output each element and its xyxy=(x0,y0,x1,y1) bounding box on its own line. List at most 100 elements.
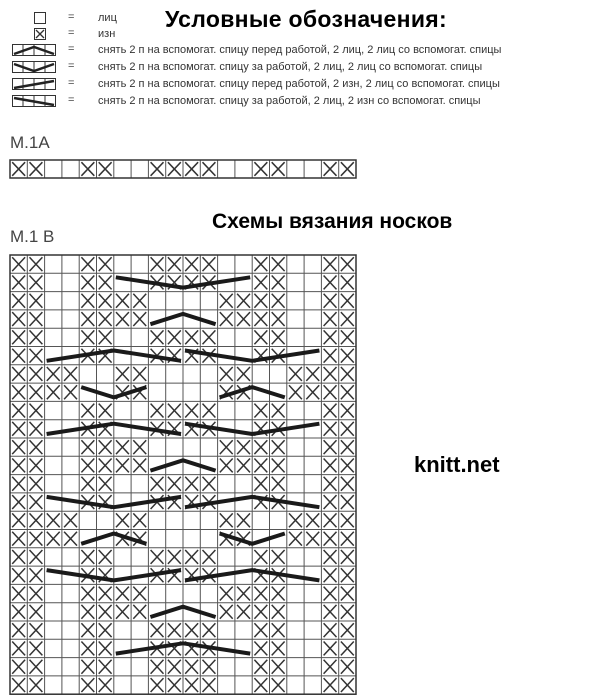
chart-b-purl-cross xyxy=(150,329,165,345)
chart-b-purl-cross xyxy=(201,659,216,675)
chart-b-purl-cross xyxy=(80,677,95,693)
chart-b-purl-cross xyxy=(340,348,355,364)
chart-b-purl-cross xyxy=(253,274,268,290)
legend-text: лиц xyxy=(98,12,117,24)
chart-b-purl-cross xyxy=(184,256,199,272)
legend-eq: = xyxy=(68,27,75,39)
chart-b-purl-cross xyxy=(28,494,43,510)
chart-b-purl-cross xyxy=(98,293,113,309)
chart-b-purl-cross xyxy=(28,677,43,693)
chart-b-purl-cross xyxy=(11,531,26,547)
chart-b-purl-cross xyxy=(219,531,234,547)
chart-b-purl-cross xyxy=(115,439,130,455)
chart-b-purl-cross xyxy=(323,622,338,638)
chart-b-purl-cross xyxy=(28,421,43,437)
chart-b-purl-cross xyxy=(28,366,43,382)
chart-b-purl-cross xyxy=(150,256,165,272)
chart-b-purl-cross xyxy=(132,439,147,455)
chart-b-purl-cross xyxy=(271,604,286,620)
chart-b-purl-cross xyxy=(80,549,95,565)
chart-b-purl-cross xyxy=(11,274,26,290)
chart-b-purl-cross xyxy=(28,384,43,400)
chart-b-purl-cross xyxy=(11,439,26,455)
chart-a-purl-cross xyxy=(271,161,286,177)
chart-b-purl-cross xyxy=(115,586,130,602)
chart-b-purl-cross xyxy=(253,439,268,455)
chart-b-purl-cross xyxy=(98,439,113,455)
chart-b-purl-cross xyxy=(253,640,268,656)
chart-b-purl-cross xyxy=(46,531,61,547)
legend-eq: = xyxy=(68,94,75,106)
chart-b-purl-cross xyxy=(28,439,43,455)
chart-b-purl-cross xyxy=(98,604,113,620)
cable-left-purl-icon xyxy=(12,78,56,90)
chart-b-purl-cross xyxy=(271,329,286,345)
chart-b-purl-cross xyxy=(11,659,26,675)
chart-b-purl-cross xyxy=(323,512,338,528)
chart-b-purl-cross xyxy=(219,512,234,528)
chart-b-purl-cross xyxy=(236,512,251,528)
chart-b-purl-cross xyxy=(323,293,338,309)
chart-b-purl-cross xyxy=(340,403,355,419)
chart-b-purl-cross xyxy=(132,366,147,382)
chart-b-cable xyxy=(149,604,217,619)
chart-b-purl-cross xyxy=(28,476,43,492)
empty-square-icon xyxy=(34,12,46,24)
chart-b-purl-cross xyxy=(340,567,355,583)
chart-b-purl-cross xyxy=(11,403,26,419)
chart-b-purl-cross xyxy=(340,622,355,638)
chart-b-purl-cross xyxy=(11,311,26,327)
chart-b-purl-cross xyxy=(236,457,251,473)
chart-b-purl-cross xyxy=(271,640,286,656)
chart-b-purl-cross xyxy=(98,403,113,419)
chart-b-purl-cross xyxy=(271,439,286,455)
chart-b-purl-cross xyxy=(323,348,338,364)
chart-b-purl-cross xyxy=(288,531,303,547)
chart-b-purl-cross xyxy=(323,403,338,419)
chart-b-cable xyxy=(184,568,320,583)
legend-eq: = xyxy=(68,43,75,55)
legend-item-cable-3: = снять 2 п на вспомогат. спицу перед ра… xyxy=(0,77,608,92)
chart-b-purl-cross xyxy=(11,348,26,364)
chart-b-purl-cross xyxy=(305,531,320,547)
chart-b-purl-cross xyxy=(253,622,268,638)
chart-b-purl-cross xyxy=(323,567,338,583)
chart-b-purl-cross xyxy=(167,677,182,693)
chart-b-purl-cross xyxy=(323,421,338,437)
chart-b-purl-cross xyxy=(323,586,338,602)
chart-a-purl-cross xyxy=(184,161,199,177)
chart-b-purl-cross xyxy=(150,549,165,565)
chart-a-purl-cross xyxy=(201,161,216,177)
chart-b-purl-cross xyxy=(98,457,113,473)
chart-b-purl-cross xyxy=(28,549,43,565)
legend-text: снять 2 п на вспомогат. спицу перед рабо… xyxy=(98,78,500,90)
chart-b-purl-cross xyxy=(132,604,147,620)
chart-b-purl-cross xyxy=(236,604,251,620)
legend-text: снять 2 п на вспомогат. спицу за работой… xyxy=(98,95,481,107)
chart-b-purl-cross xyxy=(305,512,320,528)
chart-b-cable xyxy=(80,531,148,546)
chart-b-purl-cross xyxy=(323,256,338,272)
chart-b-purl-cross xyxy=(115,311,130,327)
chart-b-purl-cross xyxy=(63,366,78,382)
chart-b-purl-cross xyxy=(28,256,43,272)
chart-b-purl-cross xyxy=(28,274,43,290)
chart-b-purl-cross xyxy=(80,622,95,638)
chart-b-purl-cross xyxy=(115,457,130,473)
chart-b-purl-cross xyxy=(11,384,26,400)
legend-item-cable-4: = снять 2 п на вспомогат. спицу за работ… xyxy=(0,94,608,109)
legend-text: снять 2 п на вспомогат. спицу за работой… xyxy=(98,61,483,73)
chart-b-purl-cross xyxy=(63,512,78,528)
chart-b-purl-cross xyxy=(323,677,338,693)
chart-b-purl-cross xyxy=(340,366,355,382)
chart-b-purl-cross xyxy=(11,512,26,528)
chart-b-purl-cross xyxy=(288,512,303,528)
chart-b-purl-cross xyxy=(271,476,286,492)
chart-b-label: M.1 B xyxy=(10,227,55,246)
chart-b-purl-cross xyxy=(28,659,43,675)
chart-b-purl-cross xyxy=(167,476,182,492)
cable-right-purl-icon xyxy=(12,95,56,107)
chart-a-purl-cross xyxy=(28,161,43,177)
chart-b-purl-cross xyxy=(150,403,165,419)
